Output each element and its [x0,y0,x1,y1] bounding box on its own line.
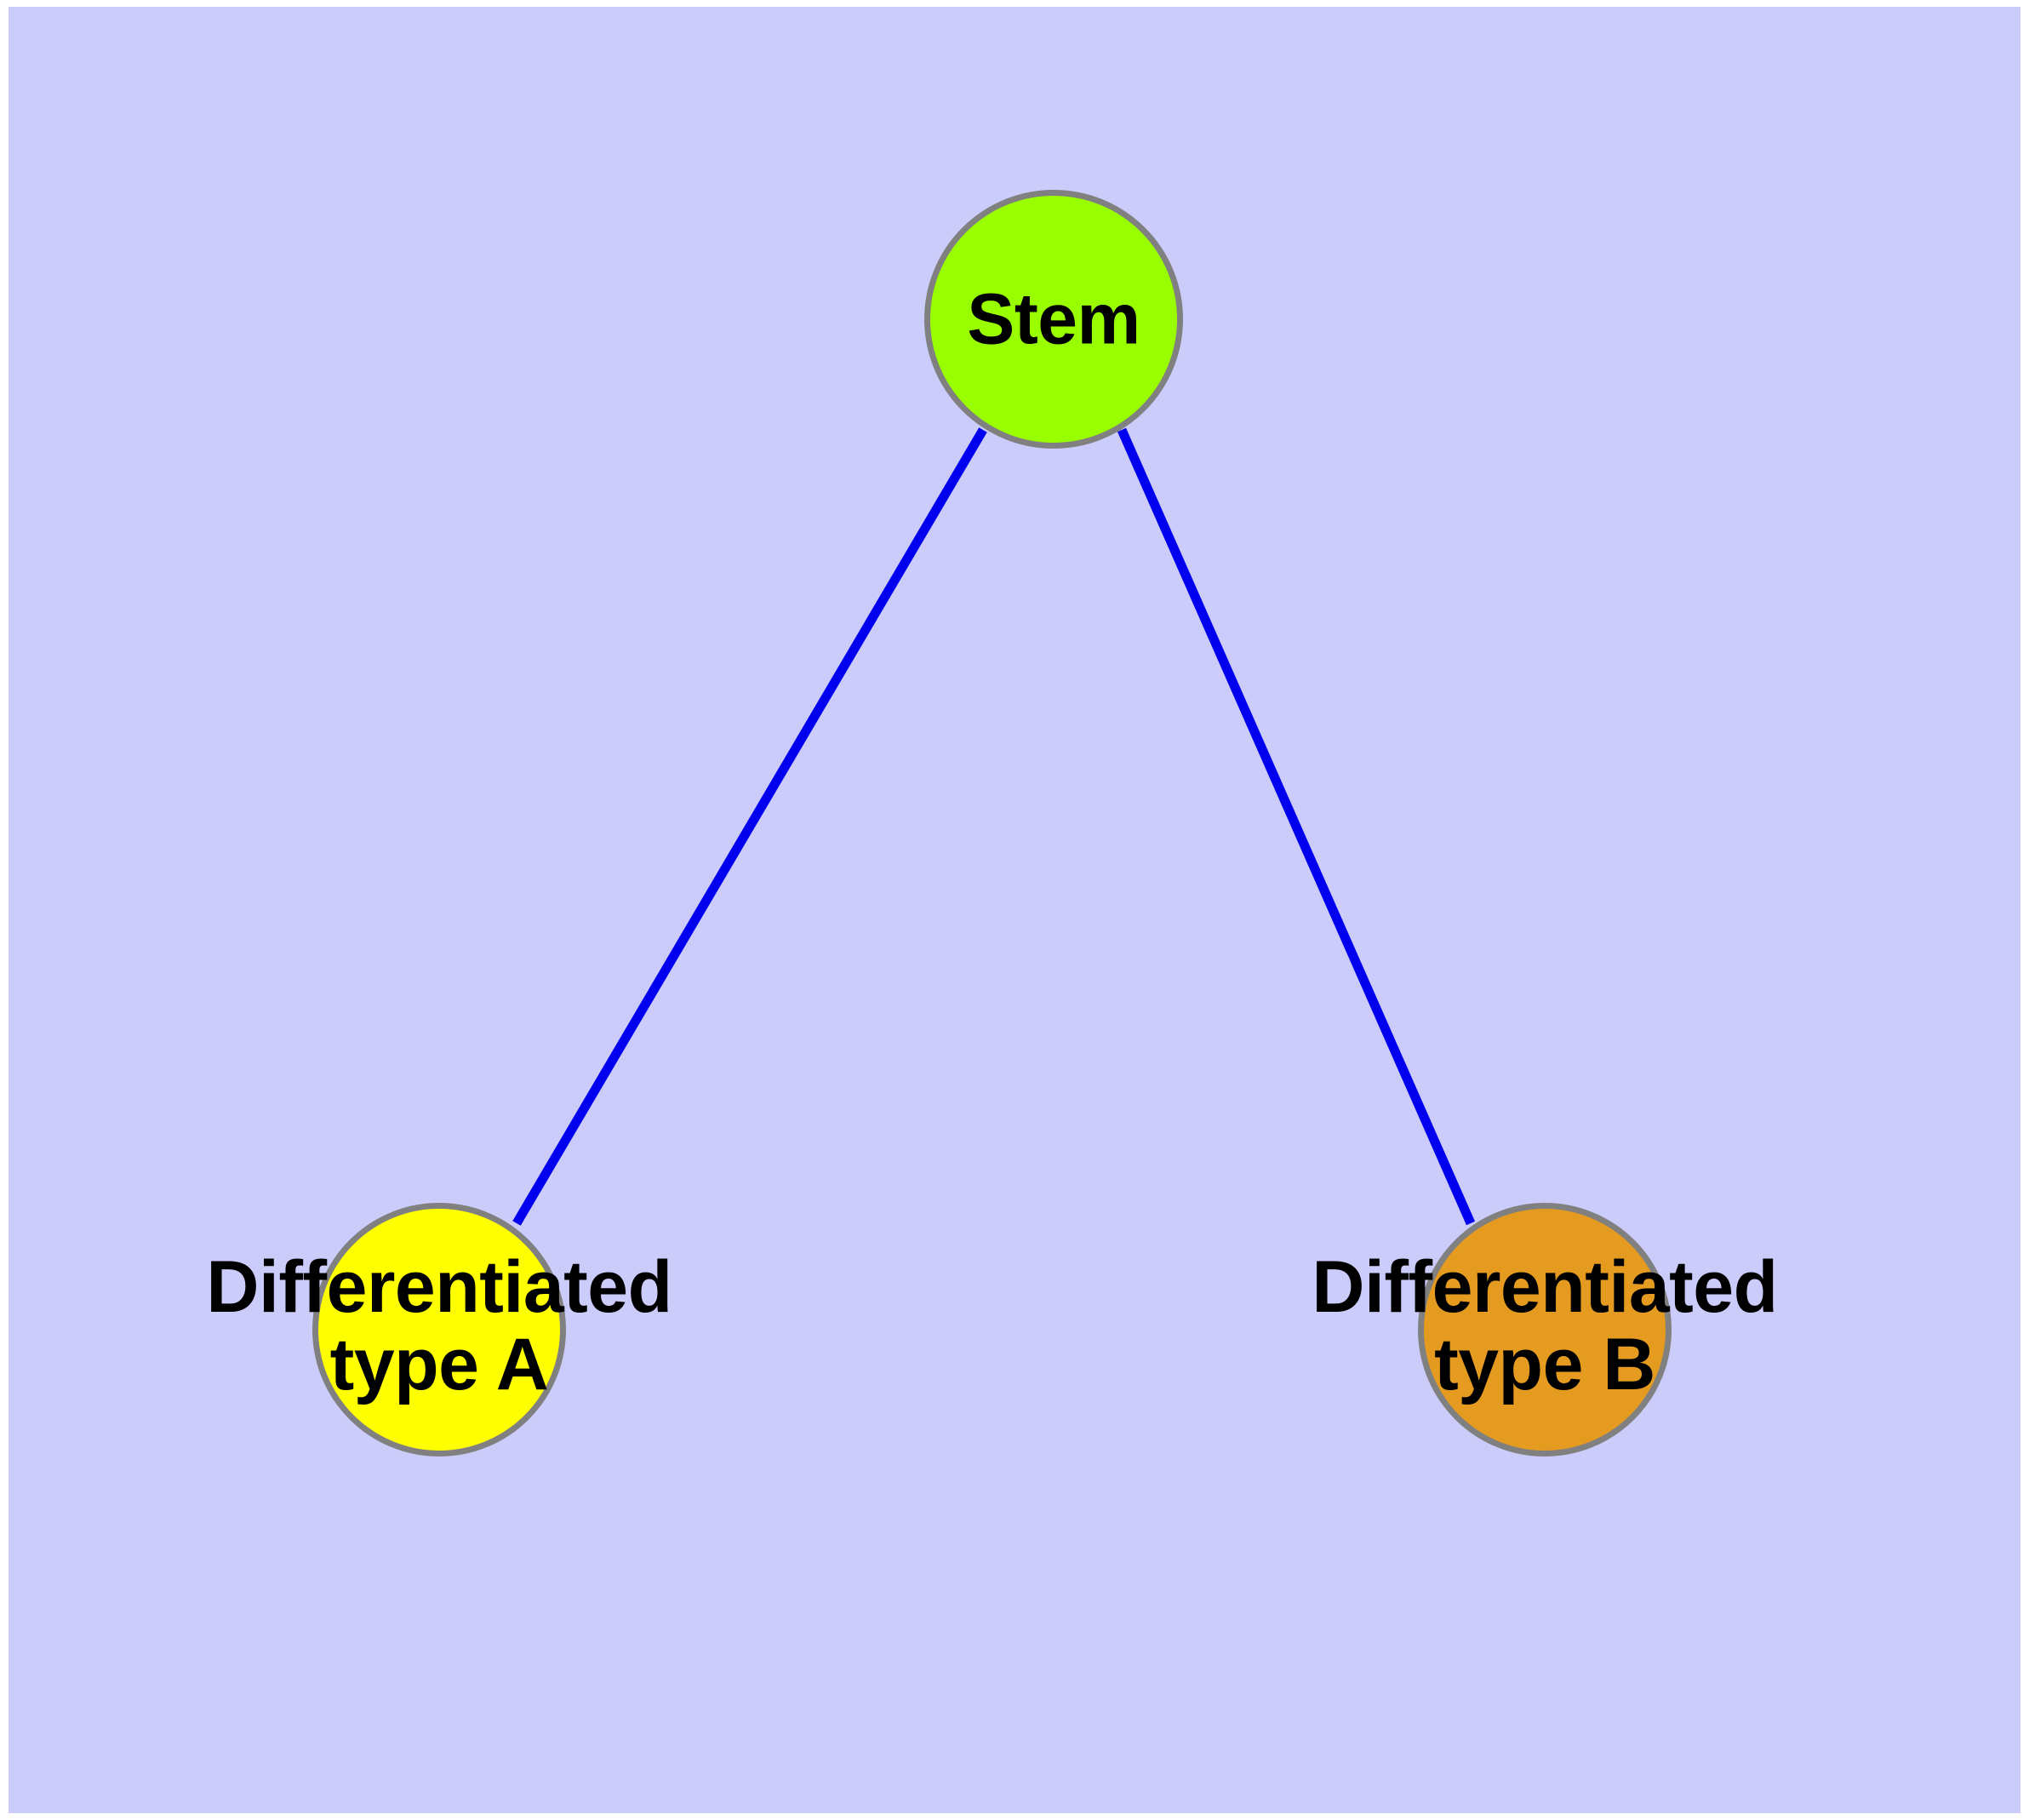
node-layer [312,190,1672,1457]
node-stem[interactable] [924,190,1183,449]
edge-stem-to-differentiated-type-a [512,427,987,1226]
node-differentiated-type-a[interactable] [312,1203,566,1457]
edge-stem-to-differentiated-type-b [1117,427,1476,1226]
node-differentiated-type-b[interactable] [1418,1203,1672,1457]
edge-layer [512,427,1476,1226]
